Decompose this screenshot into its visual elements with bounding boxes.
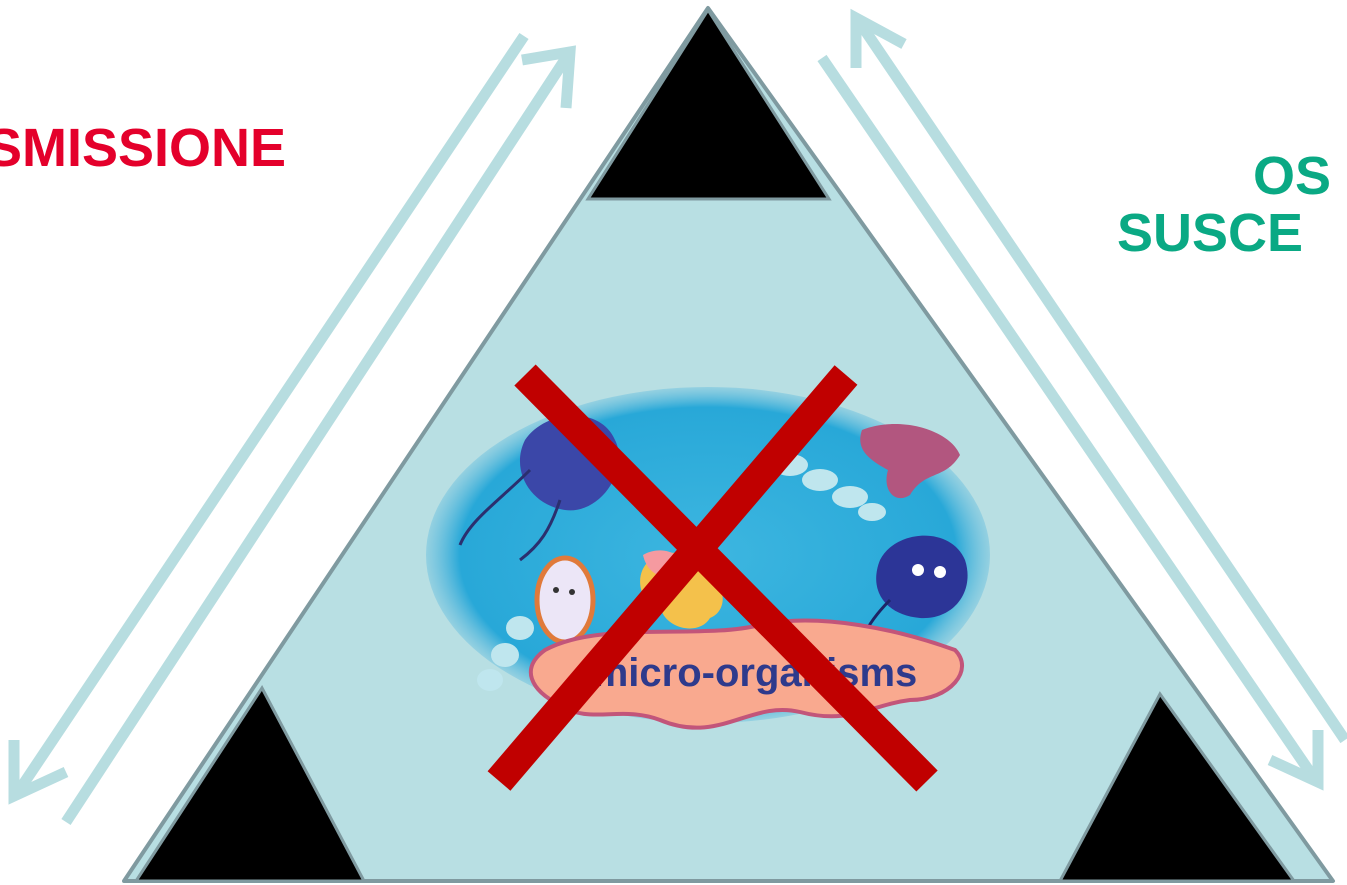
microbe-egg [537, 558, 593, 642]
banner-text: micro-organisms [593, 651, 918, 695]
microbe-dark-blue-right [876, 536, 967, 619]
corner-top [588, 10, 829, 199]
